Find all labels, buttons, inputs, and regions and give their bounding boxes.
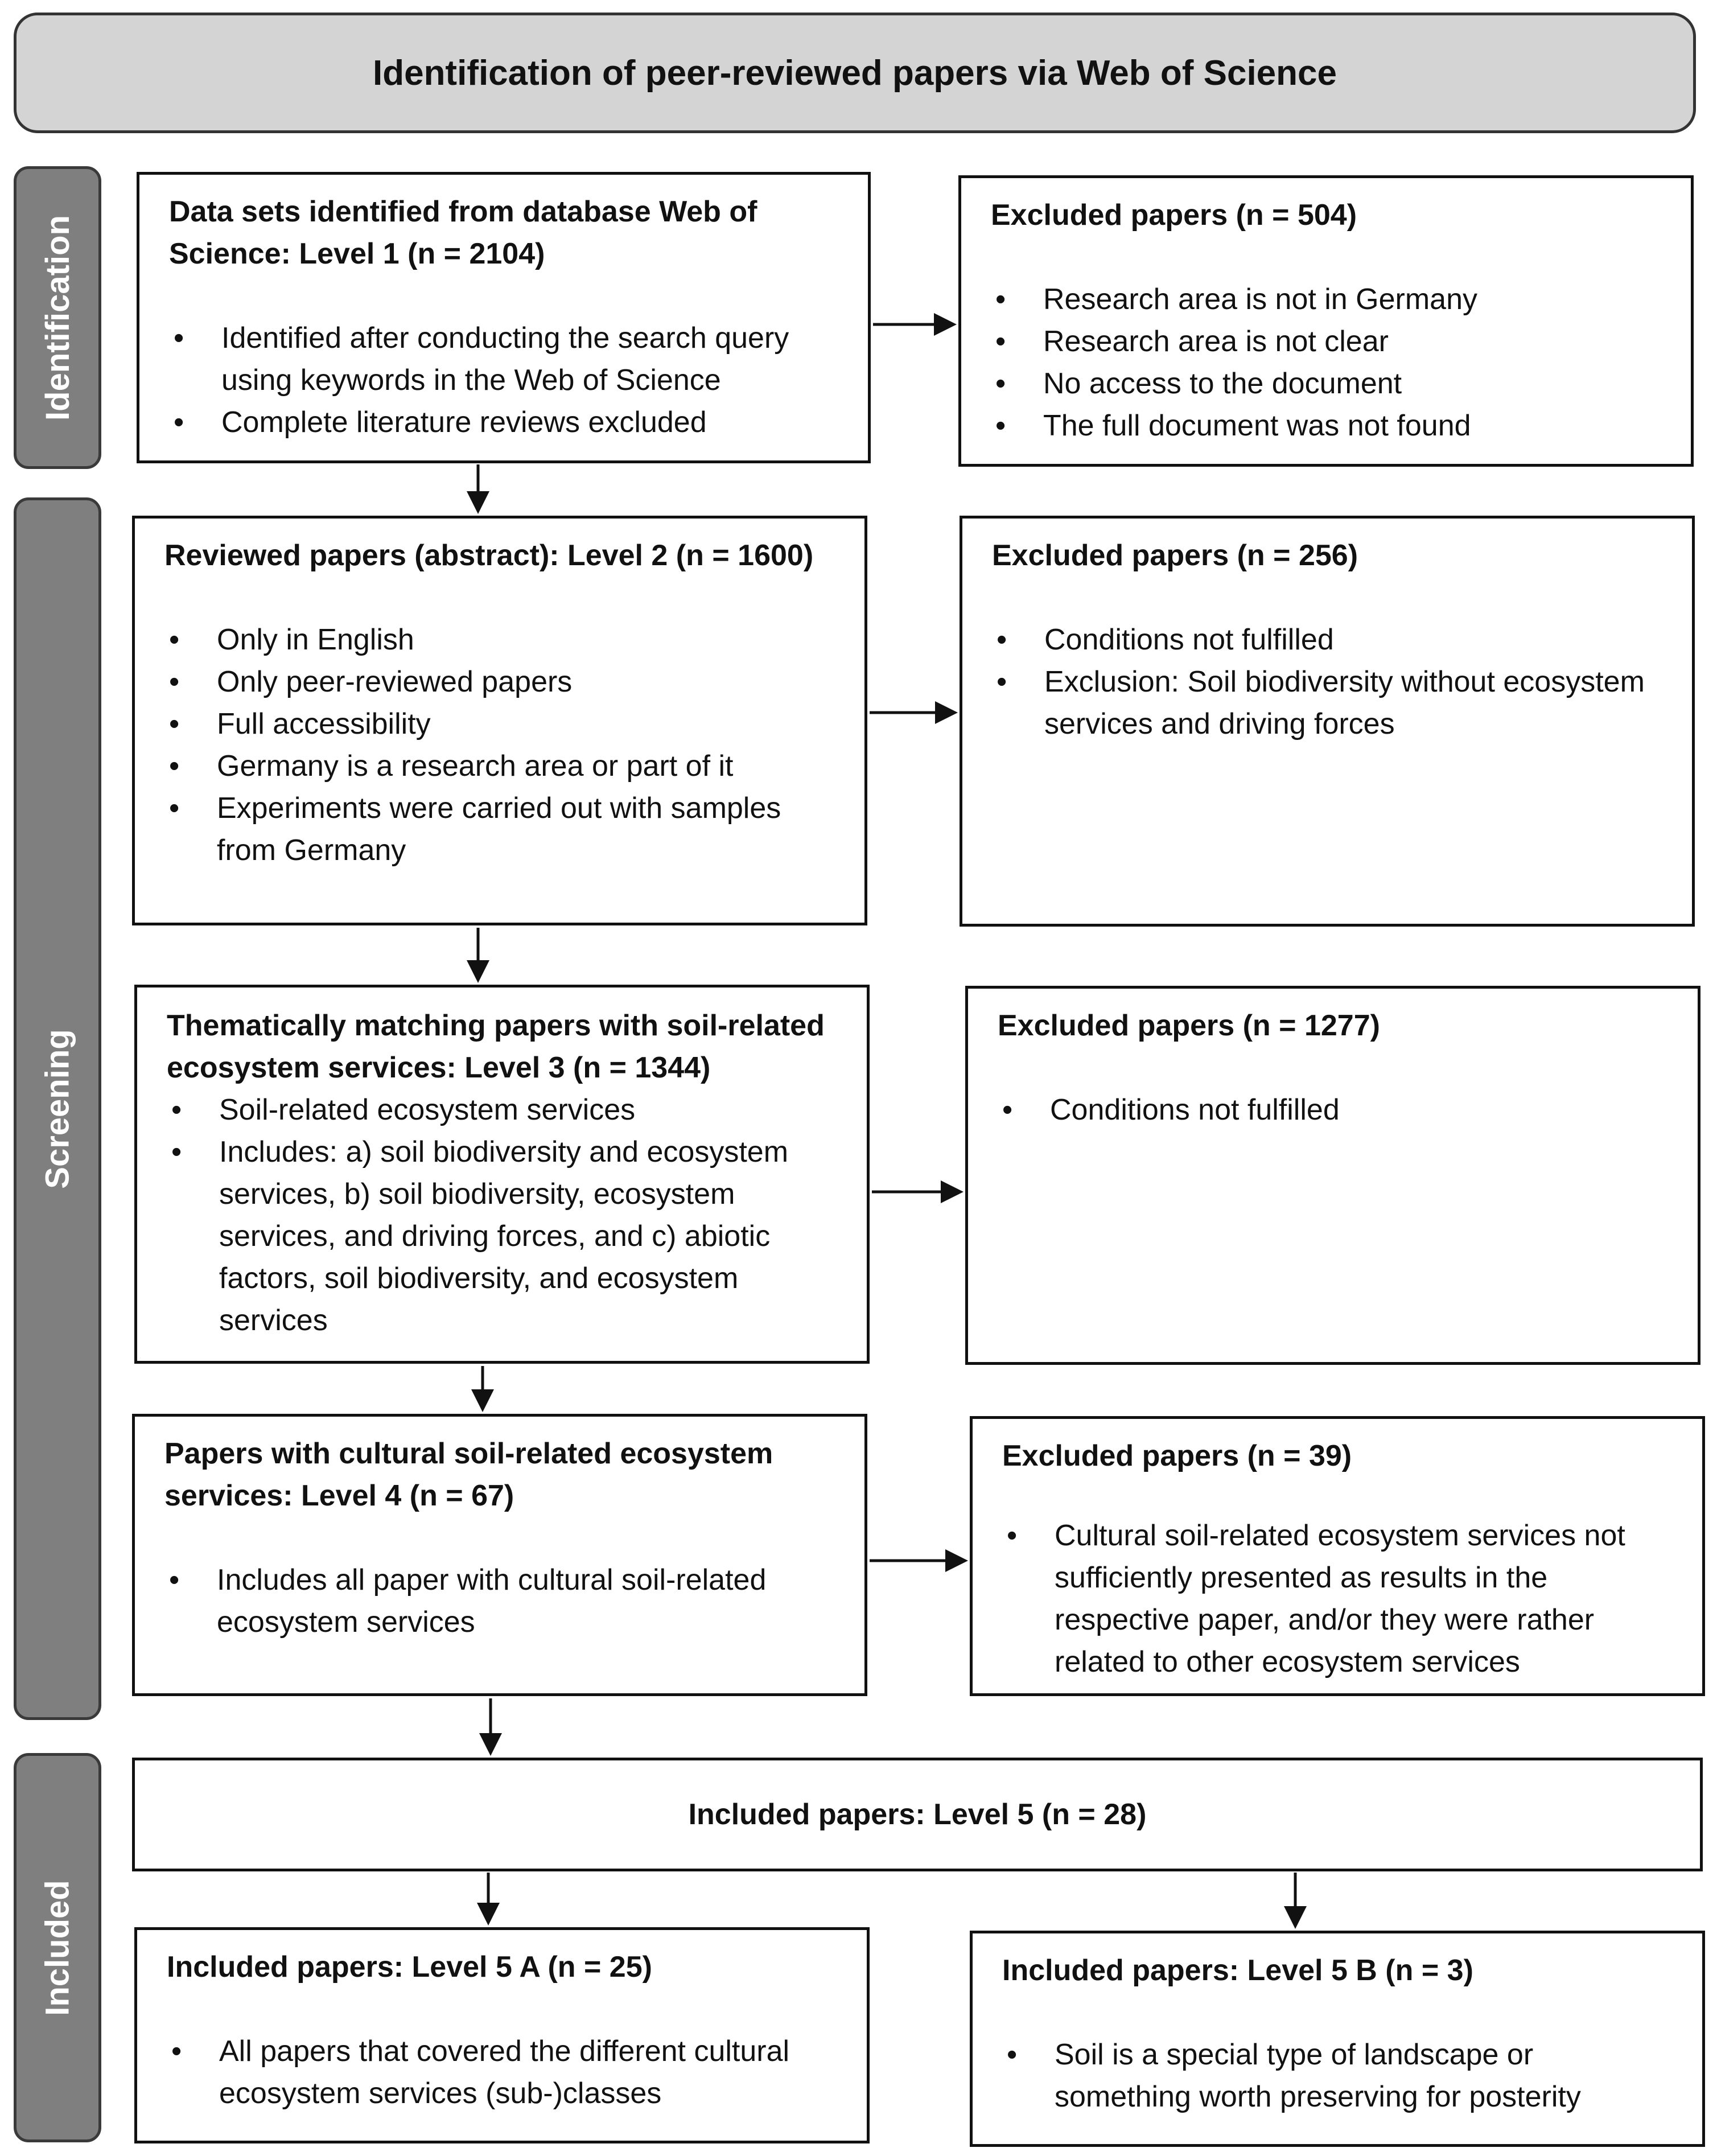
phase-included: Included — [14, 1753, 101, 2142]
level5b-list: Soil is a special type of landscape or s… — [1002, 2034, 1674, 2118]
level1-item: Identified after conducting the search q… — [169, 317, 839, 401]
level5b-title: Included papers: Level 5 B (n = 3) — [1002, 1954, 1473, 1987]
header-banner: Identification of peer-reviewed papers v… — [14, 13, 1696, 133]
excluded1-item: Research area is not clear — [991, 320, 1662, 363]
level1-title: Data sets identified from database Web o… — [169, 195, 757, 270]
level2-title: Reviewed papers (abstract): Level 2 (n =… — [164, 539, 814, 572]
level2-item: Experiments were carried out with sample… — [164, 787, 836, 871]
level5a-item: All papers that covered the different cu… — [167, 2030, 838, 2114]
excluded3-list: Conditions not fulfilled — [998, 1089, 1669, 1131]
level3-title: Thematically matching papers with soil-r… — [167, 1009, 825, 1084]
excluded2-item: Exclusion: Soil biodiversity without eco… — [992, 661, 1664, 745]
header-title: Identification of peer-reviewed papers v… — [372, 53, 1337, 93]
excluded2-title: Excluded papers (n = 256) — [992, 539, 1358, 572]
excluded4-title: Excluded papers (n = 39) — [1002, 1439, 1352, 1472]
excluded1-list: Research area is not in Germany Research… — [991, 278, 1662, 447]
level2-box: Reviewed papers (abstract): Level 2 (n =… — [132, 516, 867, 925]
excluded3-title: Excluded papers (n = 1277) — [998, 1009, 1380, 1042]
level5a-box: Included papers: Level 5 A (n = 25) All … — [134, 1927, 870, 2143]
excluded1-item: The full document was not found — [991, 405, 1662, 447]
level3-list: Soil-related ecosystem services Includes… — [167, 1089, 838, 1342]
level5b-item: Soil is a special type of landscape or s… — [1002, 2034, 1674, 2118]
excluded2-box: Excluded papers (n = 256) Conditions not… — [960, 516, 1695, 927]
excluded1-title: Excluded papers (n = 504) — [991, 199, 1357, 232]
excluded2-item: Conditions not fulfilled — [992, 619, 1664, 661]
phase-identification: Identification — [14, 166, 101, 469]
level1-item: Complete literature reviews excluded — [169, 401, 839, 443]
excluded1-item: No access to the document — [991, 363, 1662, 405]
excluded3-box: Excluded papers (n = 1277) Conditions no… — [965, 986, 1700, 1365]
level1-list: Identified after conducting the search q… — [169, 317, 839, 443]
level4-item: Includes all paper with cultural soil-re… — [164, 1559, 836, 1643]
level5a-title: Included papers: Level 5 A (n = 25) — [167, 1951, 652, 1984]
excluded1-box: Excluded papers (n = 504) Research area … — [958, 175, 1694, 467]
level2-item: Full accessibility — [164, 703, 836, 745]
level4-list: Includes all paper with cultural soil-re… — [164, 1559, 836, 1643]
level4-title: Papers with cultural soil-related ecosys… — [164, 1437, 773, 1512]
level3-item: Soil-related ecosystem services — [167, 1089, 838, 1131]
level2-item: Only peer-reviewed papers — [164, 661, 836, 703]
excluded1-item: Research area is not in Germany — [991, 278, 1662, 320]
level2-list: Only in English Only peer-reviewed paper… — [164, 619, 836, 871]
excluded2-list: Conditions not fulfilled Exclusion: Soil… — [992, 619, 1664, 745]
excluded4-box: Excluded papers (n = 39) Cultural soil-r… — [970, 1416, 1705, 1696]
excluded3-item: Conditions not fulfilled — [998, 1089, 1669, 1131]
excluded4-list: Cultural soil-related ecosystem services… — [1002, 1515, 1674, 1683]
level4-box: Papers with cultural soil-related ecosys… — [132, 1414, 867, 1696]
level3-item: Includes: a) soil biodiversity and ecosy… — [167, 1131, 838, 1342]
level3-box: Thematically matching papers with soil-r… — [134, 985, 870, 1364]
level5-title: Included papers: Level 5 (n = 28) — [688, 1798, 1147, 1831]
level5b-box: Included papers: Level 5 B (n = 3) Soil … — [970, 1931, 1705, 2147]
level2-item: Only in English — [164, 619, 836, 661]
level2-item: Germany is a research area or part of it — [164, 745, 836, 787]
level1-box: Data sets identified from database Web o… — [137, 172, 871, 463]
level5-box: Included papers: Level 5 (n = 28) — [132, 1758, 1703, 1871]
level5a-list: All papers that covered the different cu… — [167, 2030, 838, 2114]
phase-screening: Screening — [14, 497, 101, 1720]
excluded4-item: Cultural soil-related ecosystem services… — [1002, 1515, 1674, 1683]
